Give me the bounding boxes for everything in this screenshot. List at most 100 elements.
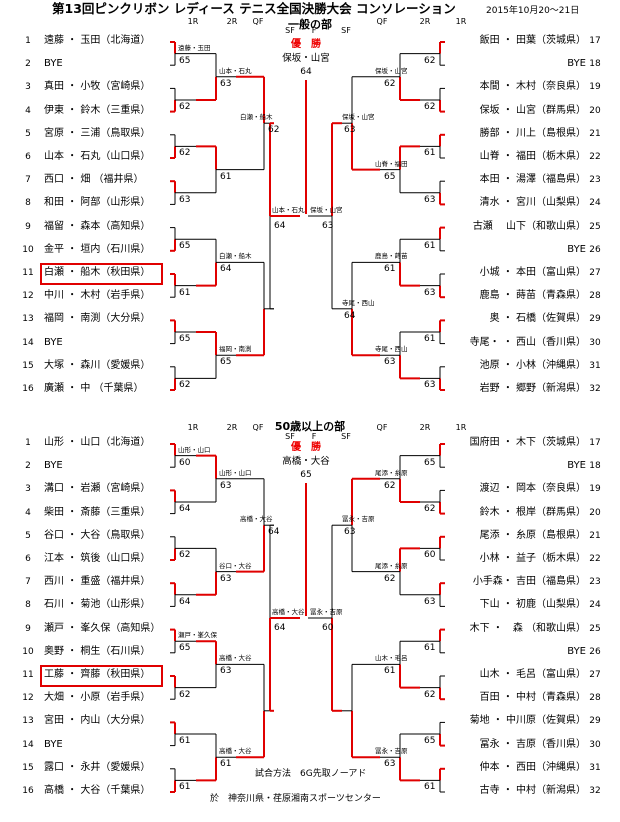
winner-label-left-r2: 高橋・大谷 <box>219 654 252 663</box>
entry-right: 百田 ・ 中村（青森県） <box>479 692 586 704</box>
entry-seed-right: 32 <box>589 786 601 796</box>
winner-label-left-r2: 高橋・大谷 <box>219 747 252 756</box>
entry-right: 木下 ・ 森 （和歌山県） <box>469 622 586 634</box>
entry-seed-right: 17 <box>589 36 601 46</box>
score-right-r1: 60 <box>424 550 436 561</box>
round-1r-left: 1R <box>187 423 199 432</box>
entry-right: 古瀬 山下（和歌山県） <box>472 220 586 232</box>
score-right-r1: 61 <box>424 148 436 159</box>
section-title: 50歳以上の部 <box>274 420 346 433</box>
entry-left: 遠藤 ・ 玉田（北海道） <box>44 35 151 46</box>
winner-label-left-sf: 高橋・大谷 <box>272 608 305 616</box>
entry-right: 小手森・ 吉田（福島県） <box>472 576 586 588</box>
entry-right: 本田 ・ 湯澤（福島県） <box>479 174 586 186</box>
entry-seed-right: 31 <box>589 360 601 371</box>
round-2r-left: 2R <box>226 17 238 26</box>
entry-seed-right: 28 <box>589 693 601 704</box>
champion-score: 65 <box>300 470 312 480</box>
score-right-r1: 61 <box>424 782 436 793</box>
entry-seed-right: 21 <box>589 128 601 139</box>
entry-seed-right: 19 <box>589 484 601 495</box>
entry-seed-right: 23 <box>589 577 601 588</box>
venue: 於 神奈川県・荏原湘南スポーツセンター <box>210 794 381 804</box>
score-right-r1: 62 <box>424 102 436 112</box>
score-right-qf: 64 <box>344 310 356 321</box>
score-left-r1: 65 <box>179 55 191 66</box>
round-qf-right: QF <box>376 423 388 432</box>
winner-label-right-qf: 寺尾・西山 <box>342 298 375 307</box>
score-right-r1: 63 <box>424 380 436 391</box>
entry-right: 勝部 ・ 川上（島根県） <box>479 127 586 139</box>
score-left-r1: 62 <box>179 550 191 561</box>
entry-right: 下山 ・ 初鹿（山梨県） <box>479 599 586 611</box>
entry-left: 西川 ・ 重盛（福井県） <box>44 576 151 588</box>
score-left-r1: 65 <box>179 643 191 654</box>
entry-left: 瀬戸 ・ 峯久保（高知県） <box>44 622 161 634</box>
score-right-r1: 63 <box>424 194 436 205</box>
entry-seed-right: 20 <box>589 507 601 518</box>
entry-left: 奥野 ・ 桐生（石川県） <box>44 645 151 657</box>
entry-left: 宮田 ・ 内山（大分県） <box>44 715 151 727</box>
winner-label-left-r2: 山形・山口 <box>219 468 252 477</box>
entry-right: 冨永 ・ 吉原（香川県） <box>479 738 586 750</box>
score-left-r1: 61 <box>179 736 191 746</box>
score-right-r2: 62 <box>384 480 396 491</box>
entry-seed-left: 13 <box>22 314 34 325</box>
entry-left: 廣瀬 ・ 中 （千葉県） <box>44 383 144 394</box>
score-right-r1: 65 <box>424 736 436 746</box>
entry-right: 保坂 ・ 山宮（群馬県） <box>479 104 586 116</box>
entry-right: 山脊 ・ 福田（栃木県） <box>479 151 586 162</box>
entry-right: 渡辺 ・ 岡本（奈良県） <box>479 483 586 495</box>
score-right-r1: 63 <box>424 596 436 607</box>
round-sf-left: SF <box>285 26 295 35</box>
entry-seed-left: 3 <box>25 484 31 495</box>
section-title: 一般の部 <box>288 18 332 31</box>
entry-right: 尾添 ・ 糸原（島根県） <box>479 529 586 541</box>
entry-seed-right: 20 <box>589 105 601 116</box>
winner-label-right-r2: 保坂・山宮 <box>375 66 408 75</box>
score-left-r1: 64 <box>179 504 191 514</box>
entry-seed-left: 15 <box>22 762 34 773</box>
entry-right: 寺尾・ ・ 西山（香川県） <box>469 336 586 348</box>
entry-seed-left: 3 <box>25 82 31 93</box>
score-left-r1: 62 <box>179 380 191 391</box>
score-left-r2: 63 <box>220 573 232 584</box>
score-left-qf: 62 <box>268 125 280 136</box>
entry-right: 岩野 ・ 郷野（新潟県） <box>479 383 586 394</box>
entry-left: 大塚 ・ 森川（愛媛県） <box>44 359 151 371</box>
winner-label-left-r2: 白瀬・船木 <box>219 252 252 261</box>
score-right-r2: 61 <box>384 264 396 275</box>
winner-label-right-r2: 鹿島・蒔苗 <box>375 252 408 261</box>
entry-left: 山形 ・ 山口（北海道） <box>44 437 151 448</box>
entry-left: BYE <box>44 460 63 472</box>
entry-seed-left: 6 <box>25 152 31 162</box>
entry-right: 鹿島 ・ 蒔苗（青森県） <box>479 290 586 302</box>
score-left-r1: 60 <box>179 457 191 468</box>
entry-seed-left: 5 <box>25 128 31 139</box>
winner-label-right-qf: 保坂・山宮 <box>342 113 375 122</box>
page-title: 第13回ピンクリボン レディース テニス全国決勝大会 コンソレーション <box>52 1 456 16</box>
score-right-r1: 61 <box>424 241 436 252</box>
score-left-r1: 63 <box>179 194 191 205</box>
entry-right: 国府田 ・ 木下（茨城県） <box>469 437 586 448</box>
entry-left: 江本 ・ 筑後（山口県） <box>44 553 151 564</box>
entry-seed-right: 22 <box>589 152 601 162</box>
entry-right: 菊地 ・ 中川原（佐賀県） <box>469 715 586 727</box>
entry-left: BYE <box>44 58 63 70</box>
score-right-r1: 61 <box>424 334 436 344</box>
entry-right: 仲本 ・ 西田（沖縄県） <box>479 761 586 773</box>
score-left-r1: 62 <box>179 689 191 700</box>
score-right-r1: 61 <box>424 643 436 654</box>
winner-label-left-r2: 山本・石丸 <box>219 66 252 75</box>
entry-seed-right: 25 <box>589 623 601 634</box>
entry-seed-left: 8 <box>25 600 31 611</box>
entry-seed-left: 7 <box>25 577 31 588</box>
entry-seed-right: 18 <box>589 59 601 70</box>
score-right-r2: 63 <box>384 357 396 368</box>
round-2r-left: 2R <box>226 423 238 432</box>
entry-right: 奥 ・ 石橋（佐賀県） <box>489 313 586 325</box>
entry-seed-left: 14 <box>22 739 34 750</box>
entry-seed-left: 16 <box>22 786 34 796</box>
score-left-qf: 64 <box>268 527 280 538</box>
entry-left: 伊東 ・ 鈴木（三重県） <box>44 104 151 116</box>
